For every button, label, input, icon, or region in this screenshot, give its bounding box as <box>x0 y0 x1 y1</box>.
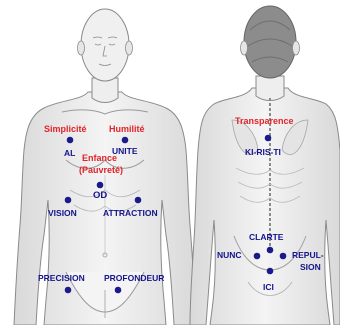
point-dot-vision <box>65 197 72 204</box>
point-dot-precision <box>65 287 72 294</box>
point-label-profondeur: PROFONDEUR <box>104 273 164 283</box>
point-dot-repulsion <box>280 253 287 260</box>
virtue-transparence: Transparence <box>235 116 294 126</box>
point-dot-ici <box>267 268 274 275</box>
point-label-od: OD <box>93 190 107 201</box>
point-label-attraction: ATTRACTION <box>103 208 158 218</box>
virtue-simplicite: Simplicité <box>44 124 87 134</box>
point-dot-kiristi <box>265 135 272 142</box>
front-neck <box>92 78 118 103</box>
point-dot-od <box>97 182 104 189</box>
point-label-nunc: NUNC <box>217 250 242 260</box>
point-label-unite: UNITE <box>112 146 138 156</box>
point-label-repulsion: REPUL- <box>292 250 324 260</box>
point-dot-nunc <box>254 253 261 260</box>
point-label-clarte: CLARTE <box>249 232 284 242</box>
point-dot-profondeur <box>115 287 122 294</box>
point-label-al: AL <box>64 148 75 158</box>
back-figure <box>190 6 340 325</box>
point-dot-attraction <box>135 197 142 204</box>
point-label-kiristi: KI-RIS-TI <box>245 147 281 157</box>
back-head <box>244 6 296 78</box>
virtue-humilite: Humilité <box>109 124 145 134</box>
point-dot-al <box>67 137 74 144</box>
front-head <box>81 9 129 81</box>
point-dot-clarte <box>267 247 274 254</box>
point-label-repulsion-sub: SION <box>300 262 321 272</box>
point-dot-unite <box>122 137 129 144</box>
virtue-enfance-sub: (Pauvreté) <box>79 165 123 175</box>
point-label-precision: PRECISION <box>38 273 85 283</box>
point-label-ici: ICI <box>263 282 274 292</box>
point-label-vision: VISION <box>48 208 77 218</box>
